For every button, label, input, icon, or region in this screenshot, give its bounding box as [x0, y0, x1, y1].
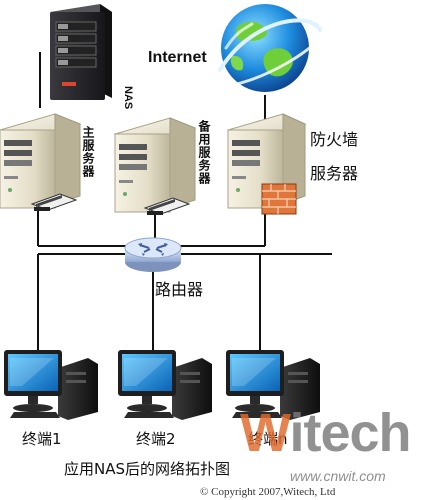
diagram-caption: 应用NAS后的网络拓扑图: [64, 460, 231, 478]
backup-server-label: 备用服务器: [197, 120, 211, 185]
firewall-label-line2: 服务器: [310, 164, 359, 183]
router-icon: [124, 237, 182, 272]
terminaln-label: 终端n: [248, 430, 288, 448]
terminaln-computer-icon: [226, 350, 320, 420]
terminal1-computer-icon: [4, 350, 98, 420]
internet-label: Internet: [148, 49, 207, 66]
watermark-logo-w: W: [240, 403, 290, 463]
watermark-url: www.cnwit.com: [290, 468, 386, 484]
watermark-logo-rest: itech: [289, 403, 412, 463]
main-server-nic-icon: [30, 193, 78, 211]
terminal2-computer-icon: [118, 350, 212, 420]
watermark-copyright: © Copyright 2007,Witech, Ltd: [200, 486, 336, 498]
main-server-icon: [0, 113, 82, 209]
terminal1-label: 终端1: [22, 430, 62, 448]
router-label: 路由器: [155, 280, 204, 299]
backup-server-icon: [113, 117, 197, 213]
backup-server-nic-icon: [143, 197, 191, 215]
witech-watermark-logo: Witech: [240, 403, 412, 463]
firewall-label-line1: 防火墙: [310, 130, 359, 149]
terminal2-label: 终端2: [136, 430, 176, 448]
internet-globe-icon: [218, 4, 322, 92]
main-server-label: 主服务器: [81, 126, 95, 178]
nas-device-icon: [50, 4, 112, 100]
firewall-brick-wall-icon: [261, 183, 297, 215]
nas-label: NAS: [122, 86, 134, 110]
